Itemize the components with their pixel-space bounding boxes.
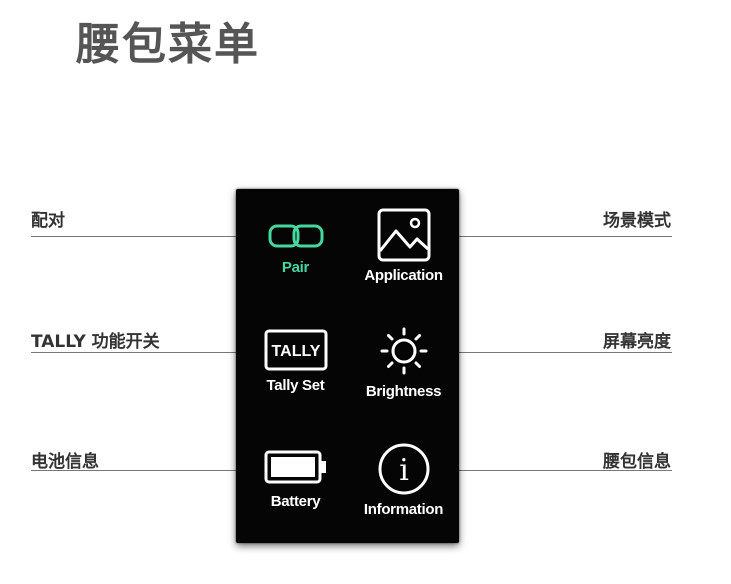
device-screen: Pair Application TALLY Tally Set: [236, 189, 459, 543]
callout-tally: TALLY 功能开关: [31, 332, 160, 352]
callout-line-tally: [31, 352, 269, 353]
pair-label: Pair: [281, 259, 310, 276]
pair-tile[interactable]: Pair: [240, 219, 351, 276]
svg-text:i: i: [399, 453, 409, 488]
svg-text:TALLY: TALLY: [271, 343, 320, 360]
brightness-label: Brightness: [365, 383, 442, 400]
application-tile[interactable]: Application: [348, 207, 459, 284]
page-title: 腰包菜单: [76, 19, 260, 70]
callout-pair: 配对: [31, 211, 65, 231]
brightness-tile[interactable]: Brightness: [348, 325, 459, 400]
sun-icon: [380, 327, 427, 375]
application-label: Application: [364, 267, 443, 284]
battery-label: Battery: [270, 493, 321, 510]
battery-icon: [264, 450, 326, 484]
tally-set-label: Tally Set: [266, 377, 325, 394]
callout-line-info: [428, 470, 672, 471]
callout-line-brightness: [426, 352, 672, 353]
link-icon: [268, 224, 323, 248]
callout-info: 腰包信息: [603, 452, 671, 472]
info-icon: i: [378, 443, 429, 495]
callout-line-battery: [31, 470, 270, 471]
callout-brightness: 屏幕亮度: [603, 332, 671, 352]
information-tile[interactable]: i Information: [348, 441, 459, 518]
battery-tile[interactable]: Battery: [240, 449, 351, 510]
image-icon: [377, 208, 430, 262]
callout-line-scene: [430, 236, 672, 237]
information-label: Information: [363, 501, 444, 518]
callout-line-pair: [31, 236, 271, 237]
callout-scene: 场景模式: [603, 211, 671, 231]
callout-battery: 电池信息: [31, 452, 99, 472]
tally-icon: TALLY: [264, 329, 327, 371]
tally-set-tile[interactable]: TALLY Tally Set: [240, 329, 351, 394]
